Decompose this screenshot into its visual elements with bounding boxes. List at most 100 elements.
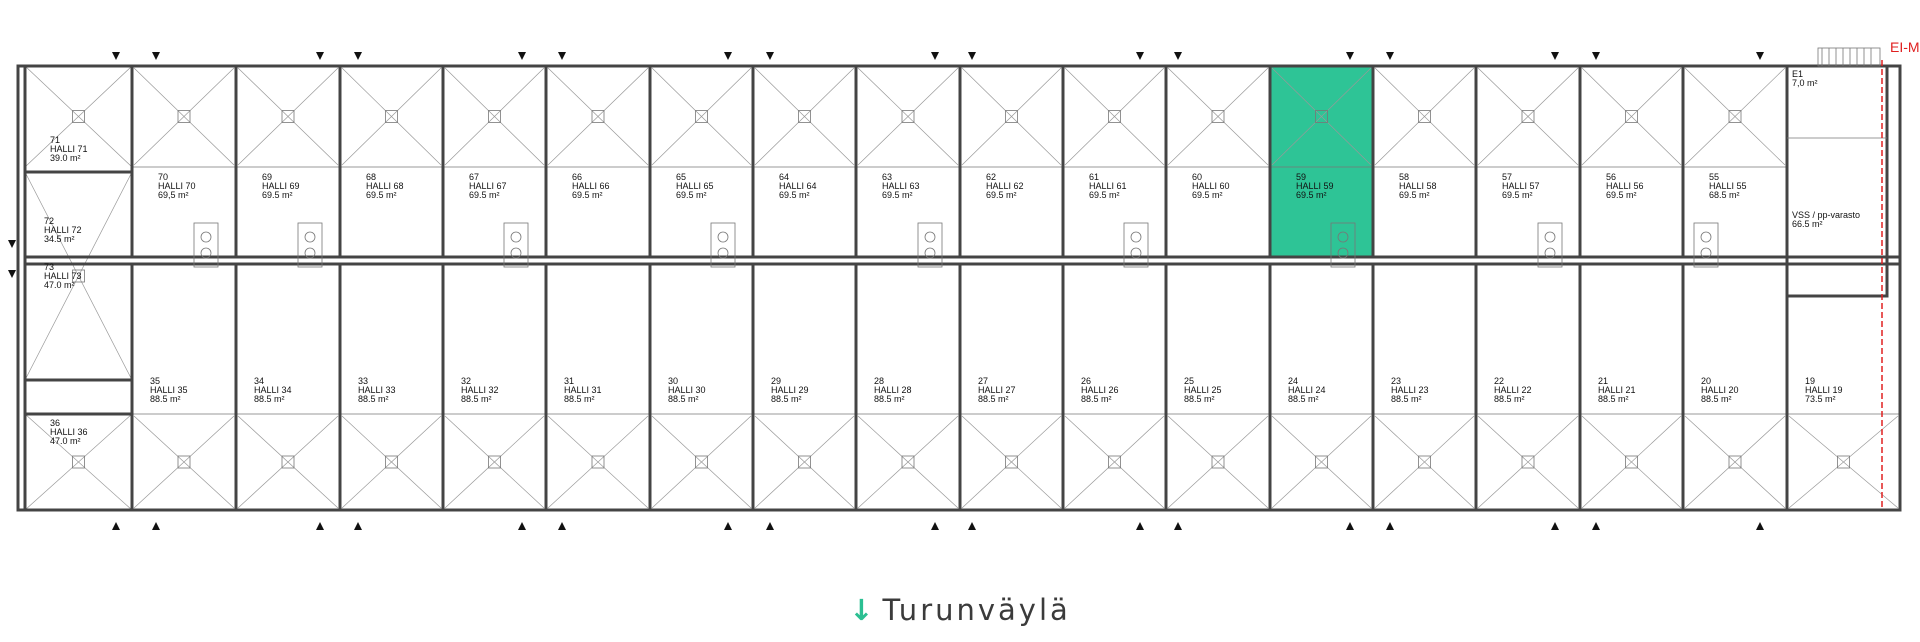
- top-unit-label-line: 69.5 m²: [1192, 190, 1223, 200]
- bottom-unit-label-line: 28: [874, 376, 884, 386]
- left-unit-label-line: 71: [50, 135, 60, 145]
- top-unit-label-line: HALLI 61: [1089, 181, 1127, 191]
- bottom-unit-label-line: 88.5 m²: [1081, 394, 1112, 404]
- left-unit-label-line: 47.0 m²: [44, 280, 75, 290]
- top-bay-diag: [444, 67, 545, 166]
- wc-fixture-bowl: [1130, 231, 1142, 243]
- top-unit-label-line: HALLI 60: [1192, 181, 1230, 191]
- door-arrow: [152, 52, 160, 60]
- left-unit-label-line: 72: [44, 216, 54, 226]
- top-unit-label-line: HALLI 64: [779, 181, 817, 191]
- top-unit-label-line: 69.5 m²: [366, 190, 397, 200]
- left-unit-label-line: 47.0 m²: [50, 436, 81, 446]
- wc-fixture-bowl: [304, 247, 316, 259]
- bottom-unit-label-line: 88.5 m²: [358, 394, 389, 404]
- wc-fixture-bowl: [200, 231, 212, 243]
- e1-label: E1: [1792, 69, 1803, 79]
- top-unit-label-line: 69.5 m²: [779, 190, 810, 200]
- bottom-bay-diag: [857, 415, 959, 509]
- door-arrow: [112, 522, 120, 530]
- top-bay-diag: [961, 67, 1062, 166]
- top-unit-label-line: HALLI 55: [1709, 181, 1747, 191]
- bottom-bay-lamp: [901, 455, 915, 469]
- bottom-unit-label-line: 88.5 m²: [978, 394, 1009, 404]
- e1-area: 7,0 m²: [1792, 78, 1818, 88]
- top-bay-lamp: [1211, 110, 1225, 123]
- bottom-unit-label-line: 22: [1494, 376, 1504, 386]
- door-arrow: [968, 52, 976, 60]
- door-arrow: [1551, 522, 1559, 530]
- left-unit-label-line: HALLI 73: [44, 271, 82, 281]
- door-arrow: [354, 52, 362, 60]
- bottom-unit-label-line: 21: [1598, 376, 1608, 386]
- wc-fixture: [503, 222, 529, 268]
- door-arrow: [1174, 52, 1182, 60]
- vss-room-wall: [1785, 64, 1889, 298]
- bottom-unit-label-line: 19: [1805, 376, 1815, 386]
- left-unit-label-line: 34.5 m²: [44, 234, 75, 244]
- top-bay-diag: [1064, 67, 1165, 166]
- top-bay-lamp: [798, 110, 811, 123]
- top-bay-lamp: [1728, 110, 1742, 123]
- bottom-unit-label-line: 88.5 m²: [874, 394, 905, 404]
- wc-fixture-bowl: [200, 247, 212, 259]
- bottom-unit-label-line: HALLI 32: [461, 385, 499, 395]
- top-unit-label-line: HALLI 65: [676, 181, 714, 191]
- left-unit-label-line: HALLI 72: [44, 225, 82, 235]
- left-bay-diag: [24, 171, 133, 381]
- bottom-bay-diag: [1064, 415, 1165, 509]
- top-bay-lamp: [488, 110, 501, 123]
- door-arrow: [1386, 52, 1394, 60]
- top-bay-lamp: [591, 110, 605, 123]
- door-arrow: [1592, 522, 1600, 530]
- top-bay-diag: [1167, 67, 1269, 166]
- vss-area: 66.5 m²: [1792, 219, 1823, 229]
- door-arrow: [766, 522, 774, 530]
- top-unit-label-line: 69.5 m²: [572, 190, 603, 200]
- unit-cells: [24, 65, 1899, 511]
- top-bay-lamp: [901, 110, 915, 123]
- bottom-unit-label-line: 88.5 m²: [1184, 394, 1215, 404]
- door-arrow: [518, 522, 526, 530]
- top-unit-label-line: 69.5 m²: [986, 190, 1017, 200]
- top-unit-label-line: HALLI 56: [1606, 181, 1644, 191]
- door-arrow: [558, 522, 566, 530]
- bottom-bay-diag: [1788, 415, 1899, 509]
- door-arrow: [1386, 522, 1394, 530]
- stairs-icon: [1817, 47, 1881, 67]
- top-unit-label-line: 69.5 m²: [1089, 190, 1120, 200]
- door-arrow: [766, 52, 774, 60]
- left-bay-diag: [24, 413, 133, 511]
- door-arrow: [316, 522, 324, 530]
- bottom-bay-diag: [547, 415, 649, 509]
- top-bay-lamp: [385, 110, 398, 123]
- wc-fixture-bowl: [1700, 247, 1712, 259]
- top-unit-label-line: HALLI 68: [366, 181, 404, 191]
- door-arrow: [1592, 52, 1600, 60]
- door-arrow: [518, 52, 526, 60]
- wc-fixture-bowl: [717, 231, 729, 243]
- top-unit-label-line: 68.5 m²: [1709, 190, 1740, 200]
- wc-fixture-bowl: [1544, 247, 1556, 259]
- bottom-unit-label-line: 88.5 m²: [771, 394, 802, 404]
